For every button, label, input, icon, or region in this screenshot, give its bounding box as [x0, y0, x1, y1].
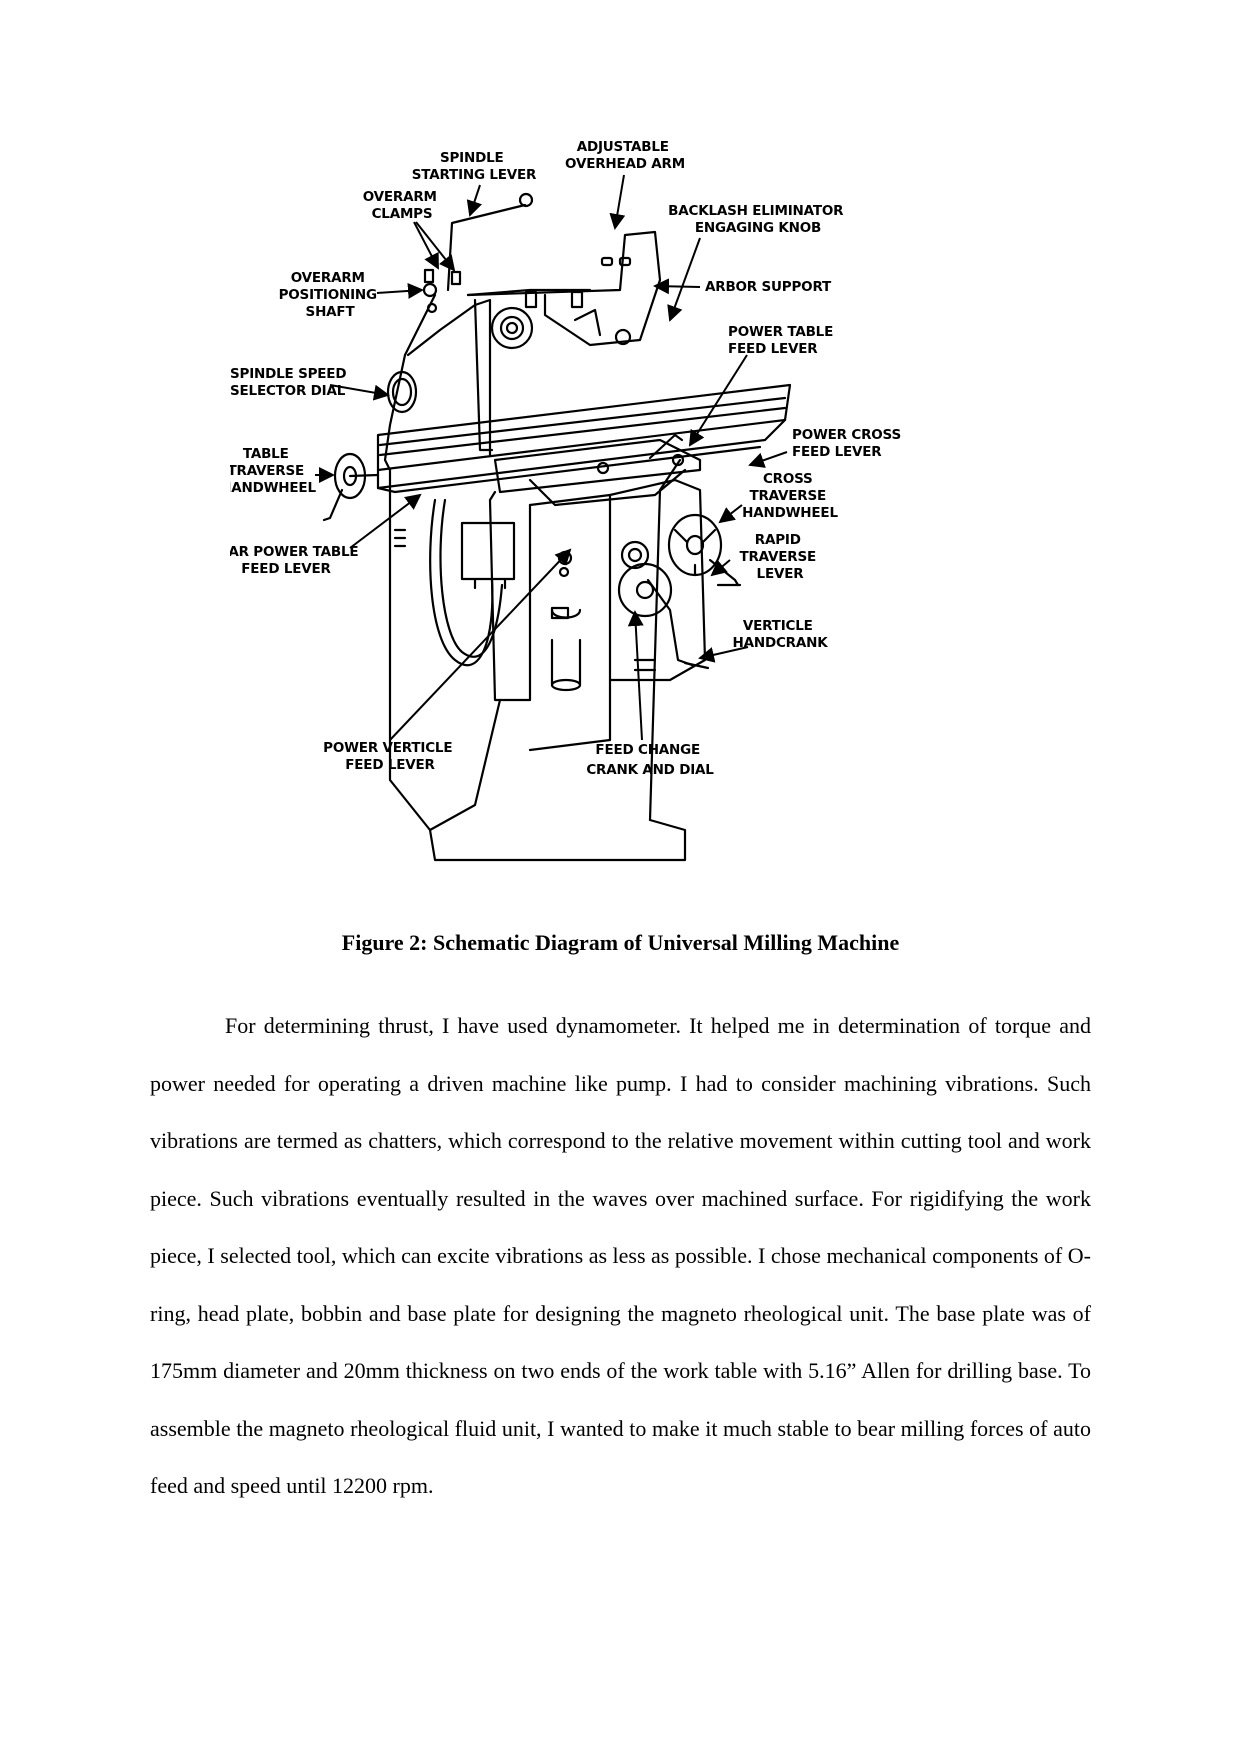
machine-drawing — [322, 192, 792, 862]
label-power-verticle-feed-lever: POWER VERTICLE FEED LEVER — [323, 740, 457, 773]
leader-lines — [315, 174, 788, 741]
diagram-labels: SPINDLE STARTING LEVER ADJUSTABLE OVERHE… — [230, 140, 906, 778]
label-table-traverse-handwheel: TABLE TRAVERSE HANDWHEEL — [230, 446, 316, 496]
milling-machine-diagram: SPINDLE STARTING LEVER ADJUSTABLE OVERHE… — [230, 140, 906, 862]
label-rear-power-table-feed-lever: REAR POWER TABLE FEED LEVER — [230, 544, 363, 577]
label-overarm-clamps: OVERARM CLAMPS — [363, 189, 442, 222]
label-feed-change-crank-and-dial: FEED CHANGE CRANK AND DIAL — [586, 742, 714, 778]
label-power-cross-feed-lever: POWER CROSS FEED LEVER — [792, 427, 906, 460]
body-paragraph: For determining thrust, I have used dyna… — [150, 1013, 1091, 1498]
label-power-table-feed-lever: POWER TABLE FEED LEVER — [728, 324, 838, 357]
label-overarm-positioning-shaft: OVERARM POSITIONING SHAFT — [279, 270, 382, 320]
label-adjustable-overhead-arm: ADJUSTABLE OVERHEAD ARM — [565, 140, 685, 172]
figure-caption: Figure 2: Schematic Diagram of Universal… — [341, 930, 900, 955]
label-arbor-support: ARBOR SUPPORT — [705, 279, 832, 295]
label-spindle-starting-lever: SPINDLE STARTING LEVER — [412, 150, 537, 183]
label-verticle-handcrank: VERTICLE HANDCRANK — [733, 618, 829, 651]
label-spindle-speed-selector-dial: SPINDLE SPEED SELECTOR DIAL — [230, 366, 351, 399]
label-cross-traverse-handwheel: CROSS TRAVERSE HANDWHEEL — [742, 471, 838, 521]
label-backlash-eliminator-engaging-knob: BACKLASH ELIMINATOR ENGAGING KNOB — [668, 203, 848, 236]
label-rapid-traverse-lever: RAPID TRAVERSE LEVER — [739, 532, 820, 582]
milling-machine-figure: SPINDLE STARTING LEVER ADJUSTABLE OVERHE… — [230, 140, 990, 880]
